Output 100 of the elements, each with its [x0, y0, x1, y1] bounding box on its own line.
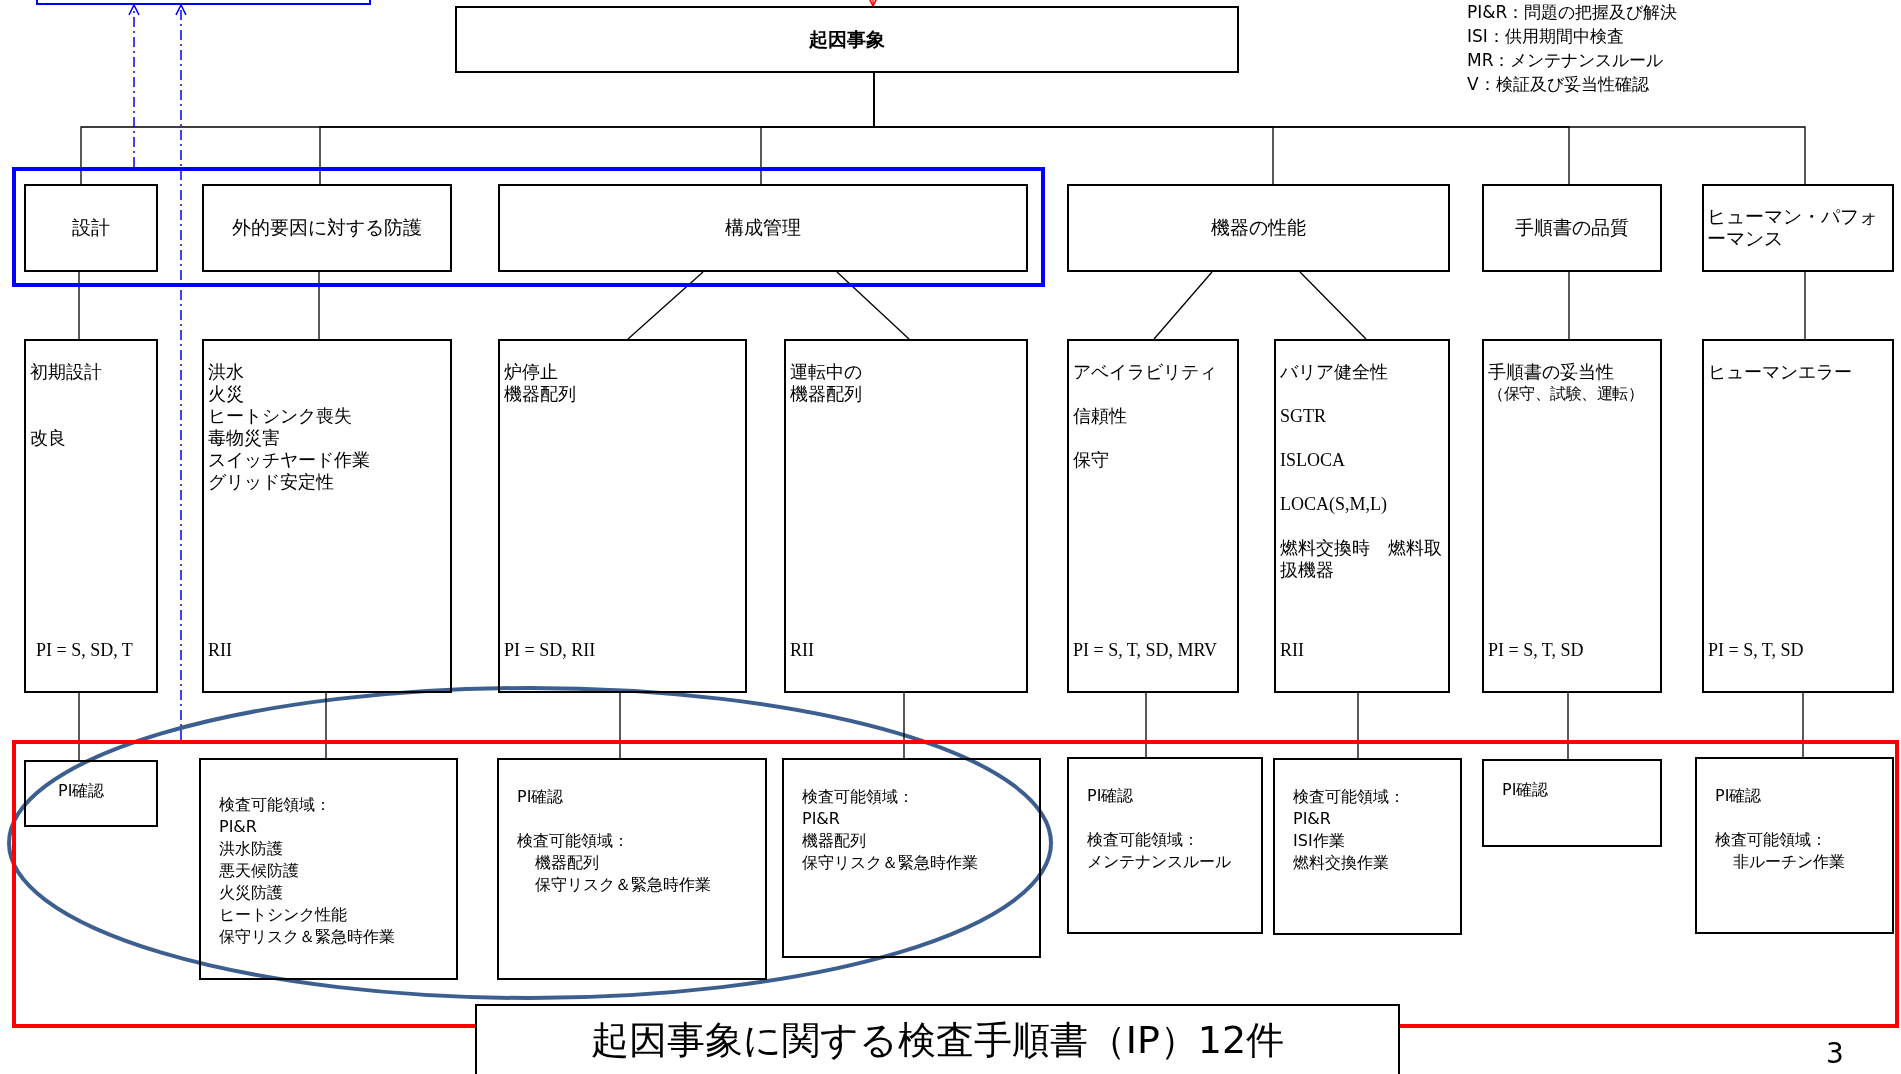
- arrow: [128, 4, 140, 168]
- box-text: 燃料交換作業: [1293, 852, 1389, 874]
- box-text: 機器配列: [534, 852, 599, 874]
- box-text: PI&R: [802, 808, 840, 830]
- box-text: （保守、試験、運転）: [1488, 384, 1643, 404]
- box-text: 外的要因に対する防護: [232, 215, 422, 240]
- connector-line: [1145, 692, 1147, 758]
- inspection-box: [1482, 759, 1662, 847]
- box-text: 悪天候防護: [219, 860, 299, 882]
- box-text: PI確認: [1087, 785, 1134, 807]
- box-text: PI&R: [1293, 808, 1331, 830]
- box-text: RII: [790, 639, 814, 662]
- box-text: ヒューマンエラー: [1708, 361, 1852, 383]
- box-text: RII: [1280, 639, 1304, 662]
- box-text: 検査可能領域：: [1293, 786, 1405, 808]
- detail-box: [1702, 339, 1894, 693]
- inspection-box: [497, 758, 767, 980]
- box-text: ISLOCA: [1280, 449, 1345, 471]
- detail-box: [202, 339, 452, 693]
- box-text: 検査可能領域：: [1715, 829, 1827, 851]
- box-text: アベイラビリティ: [1073, 361, 1217, 383]
- box-text: PI = S, T, SD: [1708, 639, 1804, 662]
- box-text: ヒューマン・パフォーマンス: [1707, 206, 1879, 250]
- category-box: [202, 184, 452, 272]
- box-text: 機器配列: [504, 383, 576, 405]
- connector-line: [1153, 271, 1213, 340]
- box-text: メンテナンスルール: [1087, 851, 1231, 873]
- connector-line: [1299, 271, 1367, 340]
- box-text: 設計: [72, 215, 110, 240]
- box-text: 検査可能領域：: [1087, 829, 1199, 851]
- box-text: 手順書の妥当性: [1488, 361, 1614, 383]
- glossary-text: PI&R：問題の把握及び解決: [1467, 1, 1678, 24]
- box-text: 洪水: [208, 361, 244, 383]
- event-box: [455, 6, 1239, 73]
- glossary-text: ISI：供用期間中検査: [1467, 25, 1625, 48]
- category-box: [1702, 184, 1894, 272]
- connector-line: [78, 692, 80, 761]
- inspection-box: [24, 760, 158, 827]
- box-text: LOCA(S,M,L): [1280, 493, 1387, 515]
- connector-line: [836, 271, 910, 340]
- box-text: 検査可能領域：: [219, 794, 331, 816]
- category-box: [24, 184, 158, 272]
- box-text: 機器配列: [802, 830, 866, 852]
- page-number: 3: [1826, 1038, 1844, 1070]
- glossary-text: V：検証及び妥当性確認: [1467, 73, 1650, 96]
- box-text: 毒物災害: [208, 427, 280, 449]
- title-box: [475, 1004, 1400, 1074]
- box-text: PI確認: [517, 786, 564, 808]
- box-text: 洪水防護: [219, 838, 283, 860]
- category-box: [1067, 184, 1450, 272]
- box-text: 保守リスク＆緊急時作業: [219, 926, 395, 948]
- connector-line: [627, 271, 704, 340]
- box-text: PI = S, T, SD, MRV: [1073, 639, 1218, 662]
- box-text: 機器の性能: [1211, 215, 1306, 240]
- box-text: 火災: [208, 383, 244, 405]
- box-text: 検査可能領域：: [517, 830, 629, 852]
- box-text: バリア健全性: [1280, 361, 1388, 383]
- box-text: 手順書の品質: [1515, 215, 1629, 240]
- box-text: PI確認: [1715, 785, 1762, 807]
- box-text: 改良: [30, 427, 66, 449]
- connector-line: [1804, 271, 1806, 340]
- box-text: ヒートシンク性能: [219, 904, 347, 926]
- box-text: PI&R: [219, 816, 257, 838]
- box-text: 機器配列: [790, 383, 862, 405]
- detail-box: [784, 339, 1028, 693]
- connector-line: [1568, 271, 1570, 340]
- category-box: [1482, 184, 1662, 272]
- box-text: 検査可能領域：: [802, 786, 914, 808]
- connector-line: [1567, 692, 1569, 760]
- connector-line: [318, 271, 320, 340]
- box-text: PI = SD, RII: [504, 639, 596, 662]
- inspection-box: [199, 758, 458, 980]
- box-text: 起因事象: [809, 27, 885, 53]
- detail-box: [1482, 339, 1662, 693]
- connector-line: [78, 271, 80, 340]
- inspection-box: [1273, 758, 1462, 935]
- connector-line: [1802, 692, 1804, 758]
- inspection-box: [1067, 757, 1263, 934]
- box-text: 火災防護: [219, 882, 283, 904]
- arrow: [175, 4, 187, 741]
- box-text: RII: [208, 639, 232, 662]
- box-text: PI確認: [1502, 779, 1549, 801]
- connector-line: [325, 692, 327, 759]
- box-text: 燃料交換時 燃料取扱機器: [1280, 537, 1443, 581]
- box-text: 非ルーチン作業: [1732, 851, 1845, 873]
- connector-line: [903, 692, 905, 759]
- connector-line: [1357, 692, 1359, 759]
- detail-box: [24, 339, 158, 693]
- box-text: 保守リスク＆緊急時作業: [534, 874, 711, 896]
- box-text: 保守: [1073, 449, 1109, 471]
- box-text: ヒートシンク喪失: [208, 405, 352, 427]
- inspection-box: [782, 758, 1041, 958]
- connector-line: [619, 692, 621, 759]
- inspection-box: [1695, 757, 1894, 934]
- box-text: ISI作業: [1293, 830, 1345, 852]
- box-text: PI = S, T, SD: [1488, 639, 1584, 662]
- box-text: 初期設計: [30, 361, 102, 383]
- detail-box: [1274, 339, 1450, 693]
- detail-box: [498, 339, 747, 693]
- box-text: PI確認: [58, 780, 105, 802]
